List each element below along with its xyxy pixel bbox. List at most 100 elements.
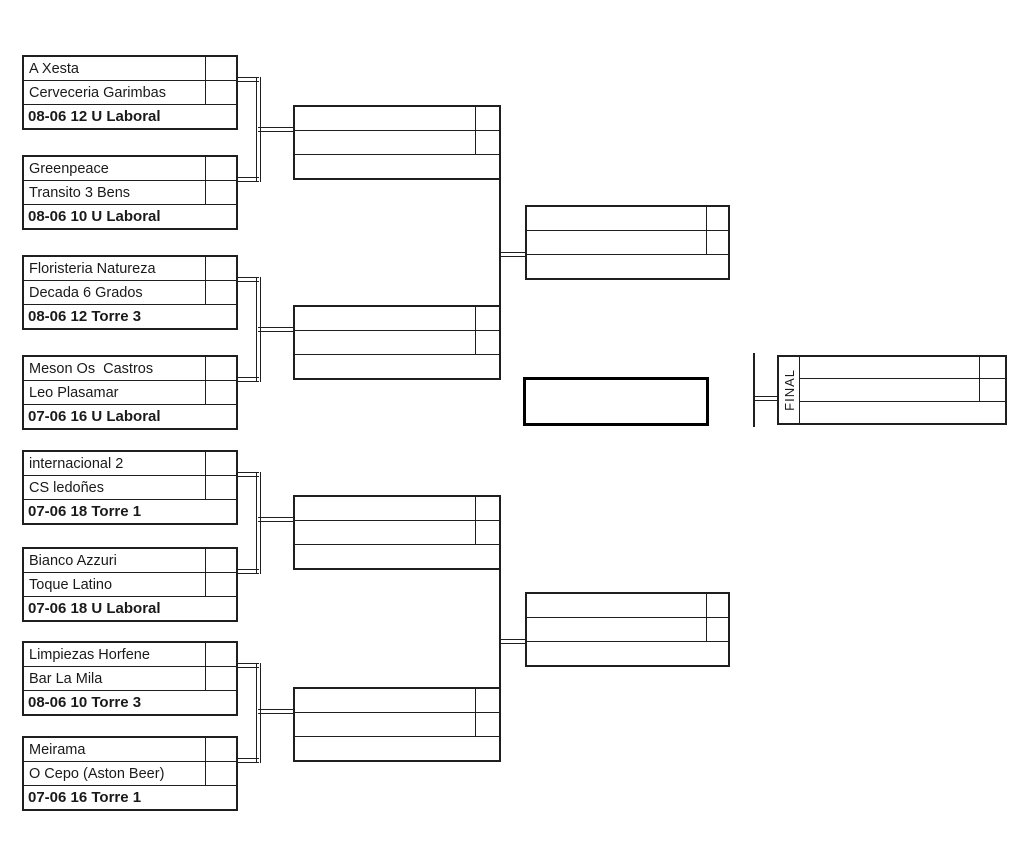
score-cell [205,573,236,596]
team-name: Meson Os Castros [29,360,154,377]
connector-line [754,396,778,401]
score-cell [205,762,236,785]
semifinal-box-2 [525,592,730,667]
final-rows [800,357,1005,423]
connector-line [236,569,259,574]
team-name: Cerveceria Garimbas [29,84,166,101]
score-cell [205,81,236,104]
team-name: Bar La Mila [29,670,103,687]
score-cell [205,57,236,80]
schedule-label [295,545,499,568]
team-name [800,357,979,378]
team-row [295,107,499,131]
team-row: O Cepo (Aston Beer) [24,762,236,786]
team-name [295,131,475,154]
team-row [295,307,499,331]
schedule-label [800,402,1005,423]
team-name [295,331,475,354]
team-name: Leo Plasamar [29,384,119,401]
schedule-label [295,737,499,760]
team-row: Cerveceria Garimbas [24,81,236,105]
team-name [295,307,475,330]
match-box-6: Bianco Azzuri Toque Latino 07-06 18 U La… [22,547,238,622]
connector-line [499,570,501,687]
match-box-7: Limpiezas Horfene Bar La Mila 08-06 10 T… [22,641,238,716]
score-cell [205,157,236,180]
score-cell [205,181,236,204]
score-cell [475,107,499,130]
match-box-4: Meson Os Castros Leo Plasamar 07-06 16 U… [22,355,238,430]
score-cell [205,549,236,572]
semifinal-box-1 [525,205,730,280]
team-row [295,131,499,155]
team-name: internacional 2 [29,455,124,472]
score-cell [706,594,728,617]
team-row: Transito 3 Bens [24,181,236,205]
schedule-label: 07-06 16 Torre 1 [28,789,142,806]
match-box-5: internacional 2 CS ledoñes 07-06 18 Torr… [22,450,238,525]
team-row [800,379,1005,402]
score-cell [475,497,499,520]
team-row [295,713,499,737]
connector-line [753,353,755,427]
connector-line [258,127,294,132]
schedule-label [295,155,499,178]
connector-line [256,277,261,382]
team-row: Greenpeace [24,157,236,181]
score-cell [205,357,236,380]
score-cell [475,331,499,354]
score-cell [205,643,236,666]
team-row: Meson Os Castros [24,357,236,381]
schedule-label: 08-06 10 Torre 3 [28,694,142,711]
schedule-label [295,355,499,378]
team-name: Transito 3 Bens [29,184,131,201]
match-box-3: Floristeria Natureza Decada 6 Grados 08-… [22,255,238,330]
score-cell [205,281,236,304]
team-name: Bianco Azzuri [29,552,117,569]
score-cell [205,738,236,761]
score-cell [205,667,236,690]
team-name [295,713,475,736]
quarterfinal-box-3 [293,495,501,570]
connector-line [258,709,294,714]
score-cell [979,379,1005,401]
final-box: FINAL [777,355,1007,425]
connector-line [499,252,526,257]
team-row [295,331,499,355]
score-cell [205,476,236,499]
connector-line [499,180,501,305]
team-row [295,521,499,545]
final-label: FINAL [781,369,797,411]
team-row: Bar La Mila [24,667,236,691]
team-row [527,618,728,642]
schedule-label [527,255,728,278]
team-name: Greenpeace [29,160,109,177]
team-name: Decada 6 Grados [29,284,143,301]
team-row: Toque Latino [24,573,236,597]
score-cell [706,618,728,641]
team-name [800,379,979,400]
team-row: CS ledoñes [24,476,236,500]
team-name [295,107,475,130]
team-row [527,231,728,255]
team-name [527,207,706,230]
team-row: internacional 2 [24,452,236,476]
match-box-2: Greenpeace Transito 3 Bens 08-06 10 U La… [22,155,238,230]
match-box-1: A Xesta Cerveceria Garimbas 08-06 12 U L… [22,55,238,130]
score-cell [475,713,499,736]
score-cell [706,231,728,254]
score-cell [205,381,236,404]
team-row [527,594,728,618]
score-cell [475,307,499,330]
connector-line [236,758,259,763]
schedule-label [527,642,728,665]
schedule-label: 07-06 18 U Laboral [28,600,161,617]
final-label-column: FINAL [779,357,800,423]
team-name [527,618,706,641]
champion-box [523,377,709,426]
schedule-label: 08-06 10 U Laboral [28,208,161,225]
score-cell [475,689,499,712]
connector-line [258,517,294,522]
connector-line [236,663,259,668]
team-row [800,357,1005,380]
